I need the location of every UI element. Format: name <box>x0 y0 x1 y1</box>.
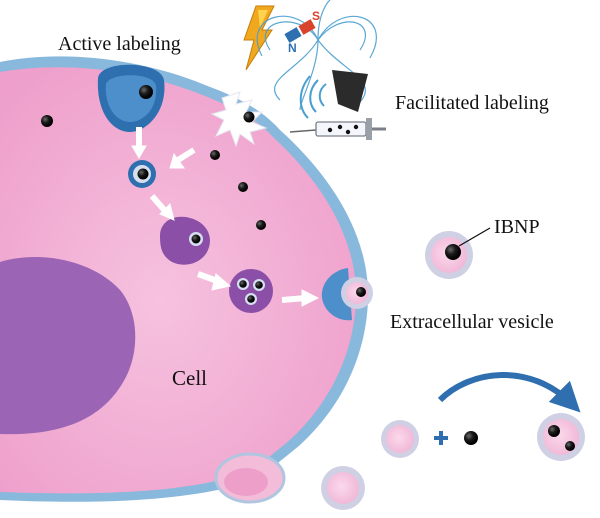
ibnp-label: IBNP <box>494 216 540 238</box>
ibnp-vesicle <box>425 227 491 279</box>
labeled-vesicle <box>537 413 585 461</box>
plus-icon <box>434 431 448 445</box>
ultrasound-icon <box>299 70 368 119</box>
syringe-icon <box>289 118 386 140</box>
intracellular-nanoparticles <box>41 111 266 230</box>
extracellular-vesicle-label: Extracellular vesicle <box>390 311 554 333</box>
membrane-break <box>210 91 268 148</box>
late-endosome <box>160 216 210 265</box>
empty-vesicle-1 <box>381 420 419 458</box>
endocytic-pit <box>97 64 165 132</box>
free-nanoparticle <box>464 431 478 445</box>
early-endosome <box>128 160 156 188</box>
ibnp-pointer <box>458 227 491 247</box>
nanoparticle <box>139 85 153 99</box>
empty-vesicle-2 <box>321 466 365 510</box>
facilitated-labeling-label: Facilitated labeling <box>395 92 549 114</box>
budding-vesicle <box>214 452 286 504</box>
arrow-icon <box>437 372 581 413</box>
pathway-arrows <box>131 127 320 307</box>
active-labeling-label: Active labeling <box>58 33 181 55</box>
cell-label: Cell <box>172 366 207 390</box>
multivesicular-body <box>229 269 273 313</box>
nucleus <box>0 257 136 435</box>
magnet-south-label: S <box>312 9 320 23</box>
exocytosis-site <box>321 268 373 321</box>
lightning-icon <box>243 5 275 71</box>
magnet-north-label: N <box>288 41 297 55</box>
